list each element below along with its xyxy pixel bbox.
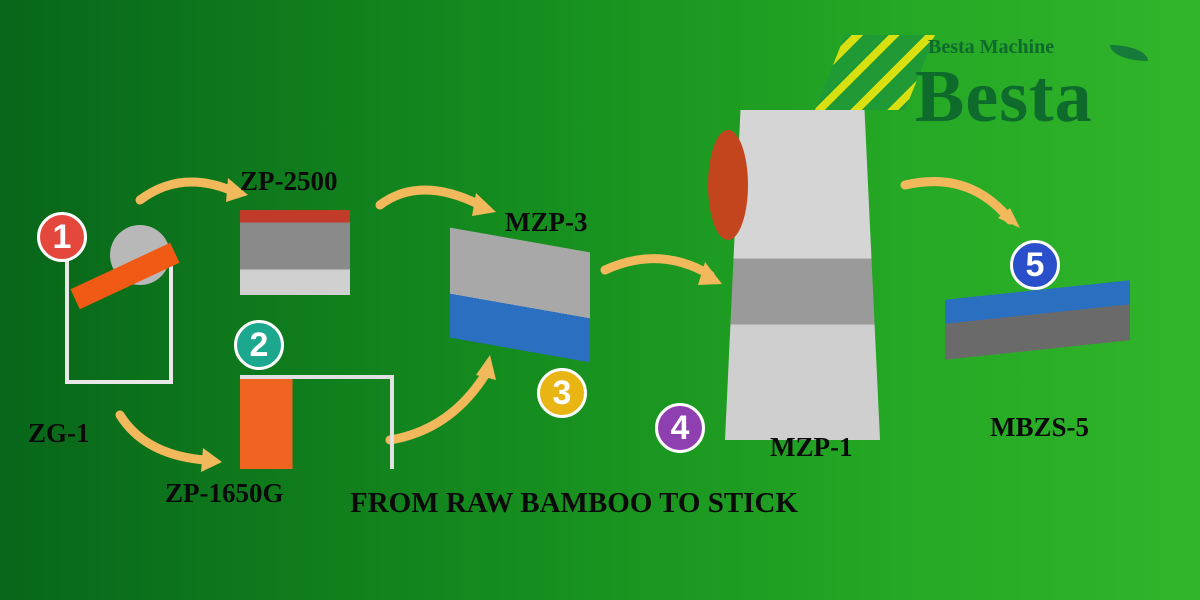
label-mbzs5: MBZS-5 (990, 412, 1090, 442)
arrow-4-to-5 (900, 177, 1015, 225)
step-5-badge: 5 (1010, 240, 1060, 290)
step-1-badge: 1 (37, 212, 87, 262)
machine-zp2500 (240, 210, 350, 295)
arrowhead (201, 448, 222, 472)
arrowhead (472, 193, 496, 216)
label-mzp3: MZP-3 (505, 207, 588, 237)
machine-zg1 (65, 250, 173, 384)
step-2-badge: 2 (234, 320, 284, 370)
label-mzp1: MZP-1 (770, 432, 853, 462)
machine-mzp1 (725, 110, 880, 440)
arrow-1-to-zp2500 (135, 177, 235, 205)
arrow-1-to-zp1650g (115, 410, 210, 465)
arrowhead (998, 208, 1020, 228)
label-zp1650g: ZP-1650G (165, 478, 284, 508)
arrowhead (226, 178, 248, 202)
arrow-zp2500-to-3 (375, 185, 485, 210)
step-3-badge: 3 (537, 368, 587, 418)
arrowhead (476, 355, 496, 380)
label-zg1: ZG-1 (28, 418, 90, 448)
logo-subtitle: Besta Machine (928, 36, 1055, 58)
machine-zp1650g (240, 375, 394, 469)
arrowhead (698, 262, 722, 285)
arrow-zp1650g-to-3 (385, 370, 490, 445)
caption: FROM RAW BAMBOO TO STICK (350, 487, 798, 519)
label-zp2500: ZP-2500 (240, 166, 338, 196)
arrow-3-to-4 (600, 254, 715, 280)
logo-name: Besta (915, 56, 1093, 138)
machine-mzp1-wheel (708, 130, 748, 240)
step-4-badge: 4 (655, 403, 705, 453)
